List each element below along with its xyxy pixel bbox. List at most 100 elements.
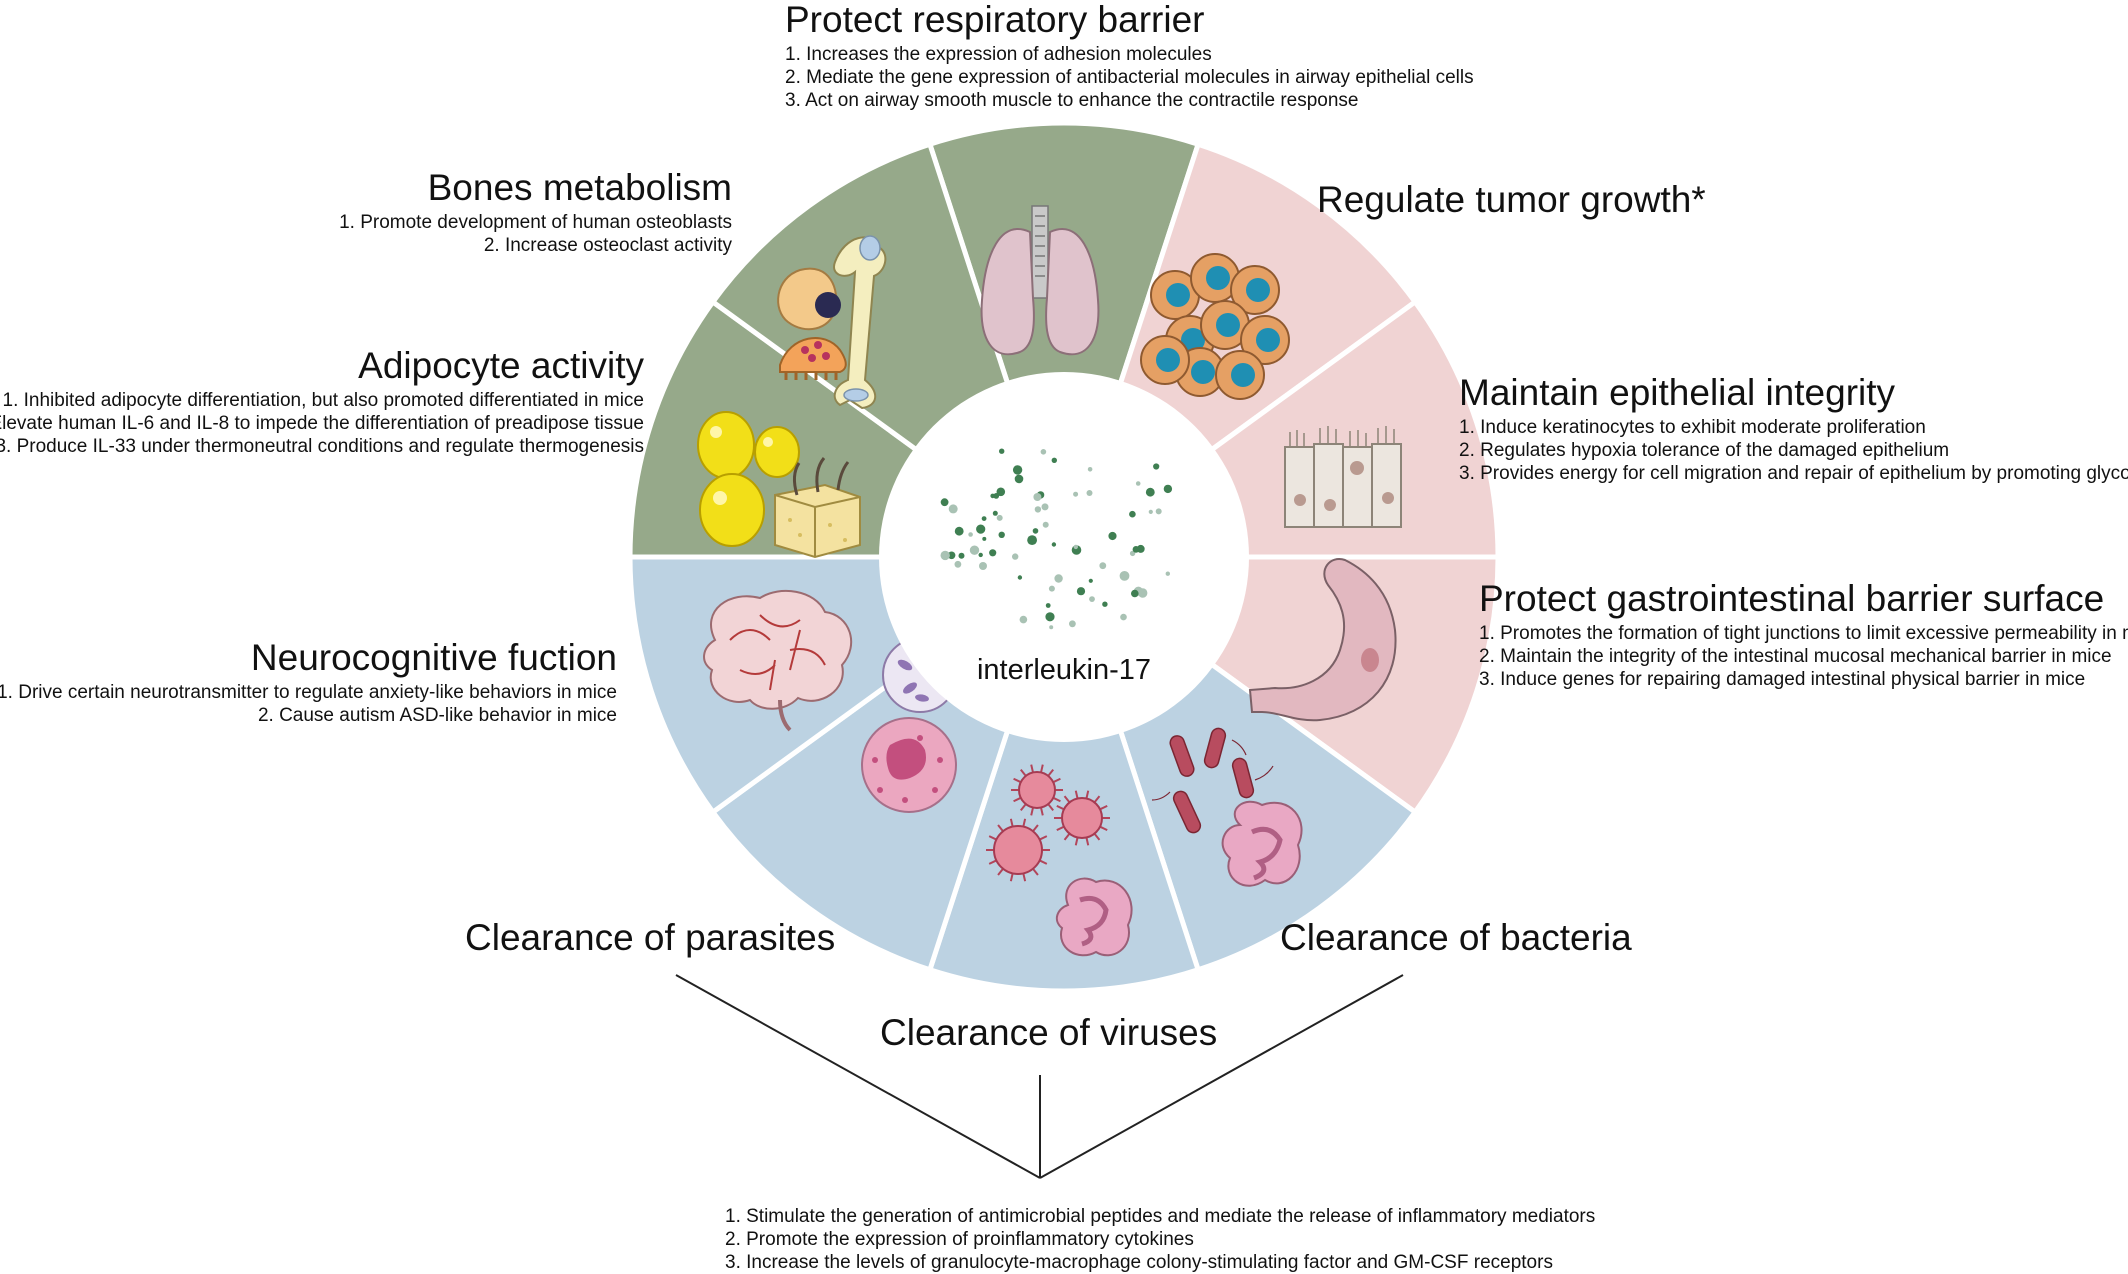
- cytokine-dot: [954, 526, 964, 536]
- virus-spike: [1085, 837, 1090, 846]
- cytokine-dot: [978, 552, 983, 558]
- cytokine-dot: [1012, 553, 1019, 560]
- cytokine-dot: [1051, 457, 1058, 463]
- adipocyte-title: Adipocyte activity: [358, 345, 644, 386]
- sector-clearance-of-viruses: [926, 548, 1202, 994]
- cytokine-dot: [958, 552, 965, 559]
- cytokine-dot: [1108, 531, 1117, 541]
- tumor-cell-nucleus: [1216, 313, 1240, 337]
- virus-spike: [1052, 796, 1061, 803]
- annotation-adipocyte: Adipocyte activity 1. Inhibited adipocyt…: [0, 345, 644, 458]
- cytokine-dot: [979, 562, 987, 570]
- tumor-cell-nucleus: [1231, 363, 1255, 387]
- virus-spike: [1085, 790, 1090, 799]
- virus-spike: [1056, 804, 1065, 811]
- tumor-cell-nucleus: [1256, 328, 1280, 352]
- cytokine-dot: [1041, 503, 1049, 511]
- cytokine-dot: [990, 493, 995, 499]
- cytokine-dot: [1045, 612, 1055, 622]
- cytokine-dot: [1153, 463, 1160, 470]
- stomach-icon: [1248, 558, 1397, 722]
- cytokine-dot: [996, 487, 1006, 497]
- cytokine-dot: [1027, 535, 1037, 545]
- virus-spike: [1093, 795, 1101, 803]
- virus-spike: [997, 868, 1004, 876]
- annotation-respiratory: Protect respiratory barrier 1. Increases…: [785, 0, 1474, 112]
- cytokine-dot: [981, 516, 987, 521]
- cytokine-dot: [1054, 574, 1063, 583]
- virus-spike: [1039, 835, 1048, 841]
- virus-spike: [1063, 833, 1071, 841]
- gastro-item: 1. Promotes the formation of tight junct…: [1479, 622, 2128, 644]
- cytokine-dot: [1045, 603, 1051, 608]
- respiratory-item: 3. Act on airway smooth muscle to enhanc…: [785, 89, 1359, 111]
- epithelial-title: Maintain epithelial integrity: [1459, 372, 1896, 413]
- virus-spike: [1074, 837, 1079, 846]
- cytokine-dot: [1049, 625, 1054, 630]
- cytokine-dot: [1033, 493, 1042, 501]
- cytokine-dot: [1099, 562, 1107, 570]
- adipocyte-icon: [697, 411, 861, 559]
- cytokine-dot: [1086, 490, 1093, 496]
- virus-particle: [993, 825, 1043, 875]
- virus-spike: [1009, 873, 1014, 882]
- virus-spike: [1099, 804, 1108, 811]
- cytokine-dot: [996, 514, 1003, 521]
- cytokine-dot: [1019, 615, 1028, 624]
- virus-spike: [988, 859, 997, 865]
- tumor-cell-nucleus: [1181, 328, 1205, 352]
- annotation-epithelial: Maintain epithelial integrity 1. Induce …: [1459, 372, 2128, 485]
- virus-spike: [1013, 796, 1022, 803]
- virus-spike: [1013, 777, 1022, 784]
- cytokine-dot: [1076, 587, 1086, 596]
- cytokine-dot: [1040, 449, 1047, 455]
- tumor-cell-nucleus: [1191, 360, 1215, 384]
- cytokine-dot: [1129, 510, 1136, 518]
- respiratory-item: 2. Mediate the gene expression of antiba…: [785, 66, 1474, 88]
- virus-spike: [997, 824, 1004, 832]
- gastro-item: 2. Maintain the integrity of the intesti…: [1479, 645, 2112, 667]
- epithelial-item: 3. Provides energy for cell migration an…: [1459, 462, 2128, 484]
- cytokine-dot: [968, 532, 973, 537]
- virus-particle: [1018, 771, 1056, 809]
- cytokine-dot: [1148, 509, 1153, 514]
- virus-spike: [1099, 825, 1108, 832]
- cytokine-dot: [940, 498, 949, 507]
- cytokine-dot: [947, 551, 956, 560]
- clearance-bacteria-title: Clearance of bacteria: [1280, 917, 1632, 958]
- cytokine-dot: [1089, 596, 1095, 602]
- cytokine-dot: [1165, 571, 1171, 576]
- bones-title: Bones metabolism: [427, 167, 732, 208]
- tumor-title: Regulate tumor growth*: [1317, 179, 1706, 220]
- virus-spike: [1020, 769, 1027, 777]
- lungs-icon: [980, 205, 1100, 356]
- tumor-cell-nucleus: [1246, 278, 1270, 302]
- cytokine-dot: [1017, 575, 1023, 580]
- cytokine-dot: [1032, 528, 1039, 534]
- cytokine-dot: [1155, 508, 1162, 515]
- center-label: interleukin-17: [977, 654, 1151, 686]
- annotation-neuro: Neurocognitive fuction 1. Drive certain …: [0, 637, 617, 727]
- respiratory-item: 1. Increases the expression of adhesion …: [785, 43, 1212, 65]
- cytokine-dot: [1042, 521, 1049, 528]
- cytokine-dot: [1120, 613, 1127, 621]
- tumor-cell-nucleus: [1206, 266, 1230, 290]
- virus-spike: [1030, 807, 1034, 816]
- cytokine-dot: [1131, 589, 1139, 598]
- clearance-item: 3. Increase the levels of granulocyte-ma…: [725, 1252, 1553, 1273]
- cytokine-dot: [954, 560, 962, 568]
- cytokine-dot: [1069, 620, 1076, 628]
- virus-spike: [1074, 790, 1079, 799]
- respiratory-title: Protect respiratory barrier: [785, 0, 1205, 40]
- adipocyte-item: 3. Produce IL-33 under thermoneutral con…: [0, 435, 644, 457]
- epithelial-item: 2. Regulates hypoxia tolerance of the da…: [1459, 439, 1950, 461]
- neuro-item: 1. Drive certain neurotransmitter to reg…: [0, 681, 617, 703]
- clearance-viruses-title: Clearance of viruses: [880, 1012, 1218, 1053]
- tumor-cell-nucleus: [1166, 283, 1190, 307]
- cytokine-dot: [1048, 585, 1055, 592]
- cytokine-dot: [1119, 571, 1130, 581]
- cytokine-dot: [1073, 491, 1079, 497]
- bone-icon: [777, 235, 887, 410]
- cytokine-dot: [1051, 542, 1057, 547]
- virus-spike: [1063, 795, 1071, 803]
